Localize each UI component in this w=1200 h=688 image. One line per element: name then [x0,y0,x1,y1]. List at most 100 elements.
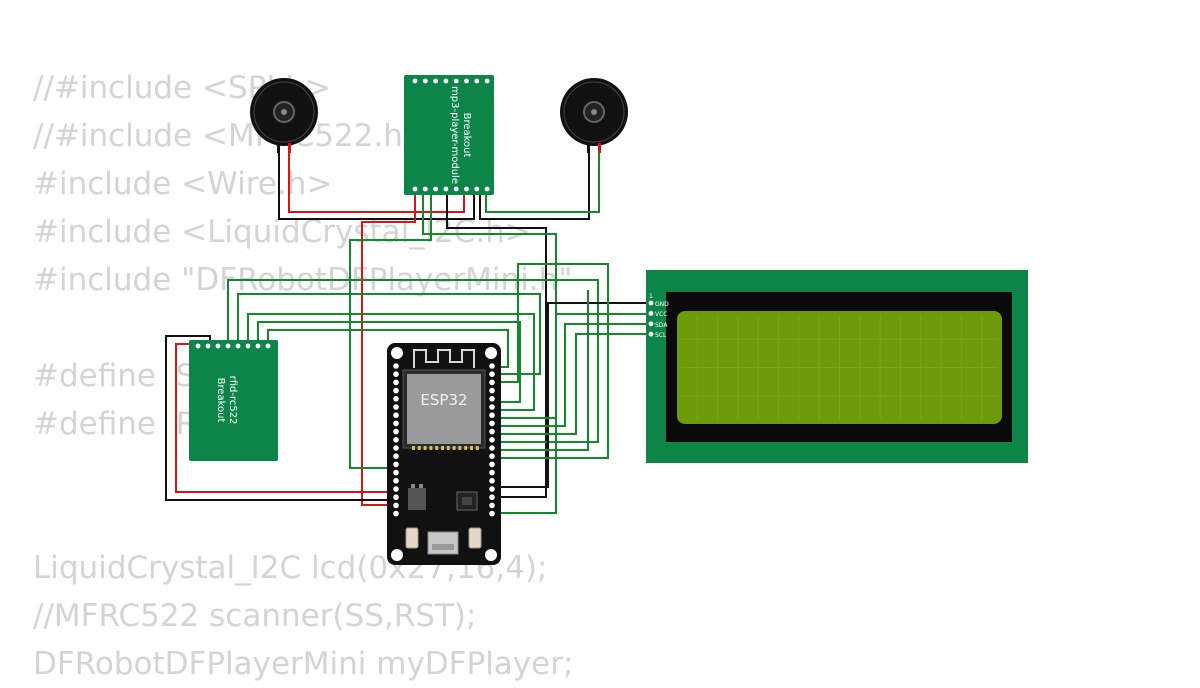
wire-speaker-right-black[interactable] [479,150,590,220]
lcd-pin-sda: SDA [655,322,668,329]
mp3-pin [422,78,428,84]
lcd-pin-vcc: VCC [655,311,667,318]
rfid-pin [215,343,221,349]
mp3-bottom-pins [412,186,490,192]
mp3-module-label: mp3-player-module [449,86,460,184]
wire-mp3-rx[interactable] [422,193,557,514]
esp32-pin [393,371,399,378]
mp3-pin [484,186,490,192]
mp3-pin [422,186,428,192]
wire-mp3-tx[interactable] [349,193,432,469]
esp32-pin [489,486,495,492]
esp32-pin [393,445,399,451]
esp32-pin [393,363,399,369]
esp32-castellation [412,446,415,450]
rfid-pin [265,343,271,349]
wire-rfid-rst[interactable] [227,279,599,443]
wire-rfid-miso[interactable] [267,329,509,368]
mp3-pin [412,78,418,84]
esp32-pin [489,428,495,435]
esp32-en-button[interactable] [405,527,419,549]
esp32-pin [393,461,399,468]
mp3-pin [443,186,449,192]
wire-speaker-left-red[interactable] [288,150,465,213]
esp32-pin [489,396,495,402]
mp3-pin [484,78,490,84]
esp32-pin [393,494,399,501]
esp32-pin [489,502,495,509]
esp32-pin [393,502,399,509]
esp32-pin [489,387,495,394]
rfid-pins [195,343,271,349]
esp32-pin [393,453,399,460]
mp3-pin [453,78,459,84]
speaker-right[interactable] [560,78,628,153]
esp32-pin [393,437,399,443]
rfid-pin [235,343,241,349]
mp3-pin [474,186,480,192]
lcd-display[interactable]: 1 GND VCC SDA SCL [646,270,1028,463]
esp32-pin [489,371,495,378]
esp32-pin [393,387,399,394]
esp32-pin [489,494,495,501]
wire-rfid-mosi[interactable] [257,321,521,403]
esp32-pin [393,420,399,427]
mp3-module-sublabel: Breakout [461,113,472,158]
wire-lcd-scl[interactable] [494,333,653,435]
mp3-top-pins [412,78,490,84]
mp3-pin [453,186,459,192]
code-line: #include <Wire.h> [33,166,333,202]
esp32-castellation [458,446,462,450]
rfid-pin [195,343,201,349]
lcd-pins [648,300,654,337]
esp32-usb-port [427,531,459,555]
code-background: //#include <SPI.h>//#include <MFRC522.h>… [33,64,573,688]
wire-speaker-left-black[interactable] [278,150,475,220]
wire-mp3-vcc[interactable] [361,193,416,506]
wire-rfid-gnd[interactable] [165,335,396,501]
esp32-pin [393,428,399,435]
esp32-right-pins [489,363,495,517]
esp32-board[interactable]: ESP32 [387,343,501,565]
esp32-pin [489,453,495,460]
esp32-pin [489,469,495,476]
esp32-castellation [452,446,456,450]
lcd-pin-index: 1 [649,293,653,300]
wire-speaker-right-red[interactable] [485,150,600,213]
esp32-pin [393,469,399,476]
esp32-pin [393,379,399,386]
mp3-pin [474,78,480,84]
rfid-pin [225,343,231,349]
wire-extra-1[interactable] [494,263,609,459]
rfid-pin [205,343,211,349]
lcd-pin-scl: SCL [655,332,667,339]
rfid-module-sublabel: Breakout [215,378,226,423]
mp3-pin [433,78,438,84]
esp32-boot-button[interactable] [468,527,482,549]
mp3-pin [464,78,469,84]
esp32-castellation [475,446,479,450]
rfid-module-label: rfid-rc522 [227,376,238,425]
code-line: #define SS [33,358,216,394]
esp32-antenna [413,349,475,368]
rfid-rc522-module[interactable]: rfid-rc522 Breakout [189,340,278,461]
speaker-left[interactable] [250,78,318,153]
mp3-player-module[interactable]: mp3-player-module Breakout [404,75,494,195]
esp32-castellation [464,446,468,450]
esp32-castellation [470,446,473,450]
wire-lcd-vcc[interactable] [494,313,653,419]
esp32-castellation [417,446,421,450]
wire-extra-2[interactable] [494,290,589,451]
wire-rfid-sda[interactable] [237,293,541,375]
esp32-pin [393,486,399,492]
esp32-pin [489,461,495,468]
wire-lcd-gnd[interactable] [494,302,653,488]
wire-mp3-gnd[interactable] [446,193,547,498]
esp32-pin [489,478,495,484]
mp3-pin [412,186,418,192]
wire-rfid-sck[interactable] [247,313,535,411]
esp32-left-pins [393,363,399,517]
esp32-pin [489,379,495,386]
esp32-pin [489,510,495,517]
esp32-pin [393,510,399,517]
